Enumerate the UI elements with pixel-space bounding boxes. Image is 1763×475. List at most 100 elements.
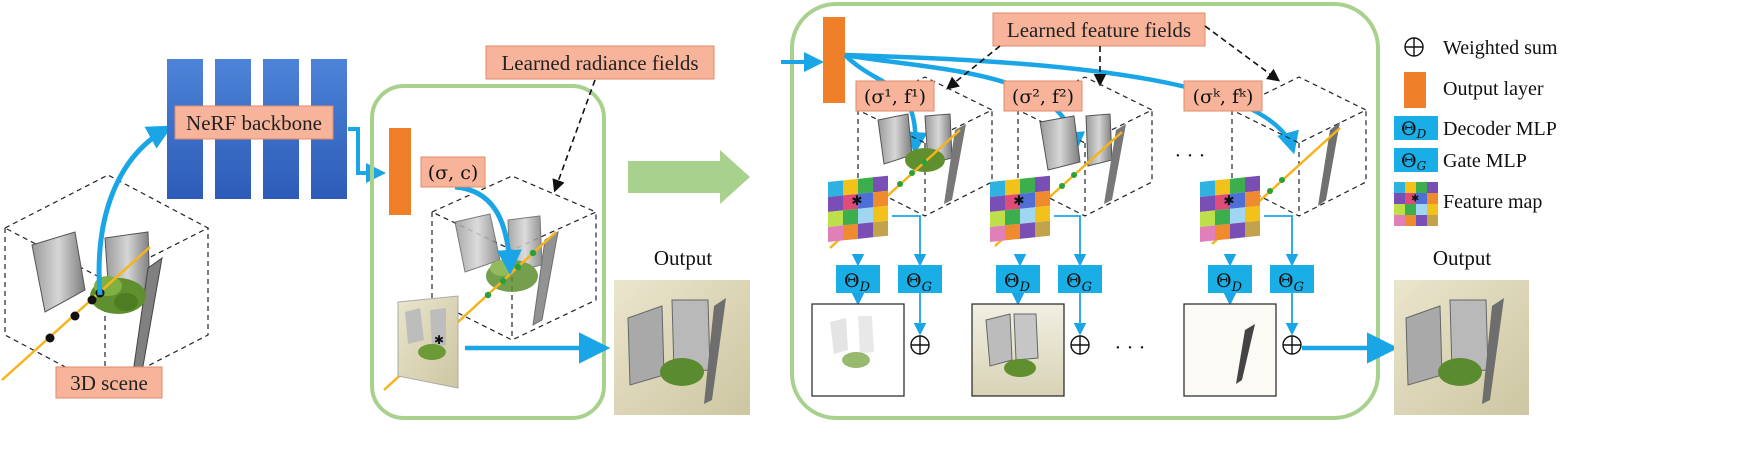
feature-cell (873, 205, 888, 223)
feature-cell (1020, 222, 1035, 239)
feature-cell (1416, 182, 1427, 193)
decoder-mlp-2: ΘD (996, 265, 1040, 295)
pointer-radiance (552, 79, 596, 193)
feature-cell (1245, 220, 1260, 238)
scene-ray (1, 246, 151, 381)
small-render-image: ✱ (397, 295, 459, 389)
feature-map-2: ✱ (990, 175, 1050, 242)
svg-text:ΘG: ΘG (1401, 150, 1427, 173)
svg-text:Decoder MLP: Decoder MLP (1443, 118, 1557, 140)
feature-cell (1230, 192, 1245, 209)
svg-text:Learned radiance fields: Learned radiance fields (501, 51, 698, 75)
legend-weighted-sum: Weighted sum (1404, 37, 1558, 59)
feature-cell (873, 220, 888, 238)
ellipsis-top: · · · (1175, 145, 1205, 167)
feature-cell (1005, 193, 1020, 211)
transition-arrow (628, 150, 750, 204)
feature-cell (990, 195, 1005, 212)
feature-cell (858, 222, 873, 239)
output-right-label: Output (1433, 246, 1492, 270)
decoder-mlp-1: ΘD (836, 265, 880, 295)
feature-cell (843, 193, 858, 211)
feature-cell (1215, 223, 1230, 241)
feature-cell (1035, 205, 1050, 223)
feature-panel (790, 2, 1380, 420)
feature-cell (1245, 205, 1260, 223)
feature-cell (858, 192, 873, 209)
decoder-mlp-k: ΘD (1208, 265, 1252, 295)
feature-cell (1405, 204, 1416, 215)
legend: Weighted sum Output layer ΘD Decoder MLP… (1394, 37, 1558, 226)
feature-cell (1200, 210, 1215, 227)
weighted-sum-k (1282, 335, 1302, 355)
feature-cell (990, 180, 1005, 197)
svg-text:ΘG: ΘG (1278, 270, 1304, 295)
legend-decoder-mlp: ΘD Decoder MLP (1394, 116, 1557, 141)
sample-point-marker: ✱ (851, 193, 862, 210)
feature-cell (1215, 193, 1230, 211)
decoder-box-icon: ΘD (1394, 116, 1438, 141)
svg-text:Learned feature fields: Learned feature fields (1007, 18, 1191, 42)
orange-bar-icon (1404, 72, 1426, 108)
legend-gate-mlp: ΘG Gate MLP (1394, 148, 1527, 173)
svg-text:ΘG: ΘG (906, 270, 932, 295)
svg-text:3D scene: 3D scene (70, 371, 148, 395)
feature-cell (1416, 193, 1427, 204)
sample-point-marker: ✱ (1013, 193, 1024, 210)
feature-map-1: ✱ (828, 175, 888, 242)
feature-cell (1427, 204, 1438, 215)
sigma-f2-label: (σ², f²) (1003, 80, 1083, 112)
feature-output-layer (823, 17, 845, 103)
gate-mlp-k: ΘG (1270, 265, 1314, 295)
feature-cell (1035, 190, 1050, 208)
feature-cell (1005, 223, 1020, 241)
svg-text:ΘD: ΘD (1401, 118, 1427, 141)
feature-cell (1405, 193, 1416, 204)
feature-cell (1427, 215, 1438, 226)
feature-cell (1020, 177, 1035, 194)
svg-text:ΘD: ΘD (844, 270, 871, 295)
svg-text:Feature map: Feature map (1443, 191, 1542, 213)
partial-render-1 (811, 303, 905, 397)
svg-text:ΘD: ΘD (1004, 270, 1031, 295)
feature-cell (1427, 182, 1438, 193)
radiance-panel (370, 84, 606, 420)
feature-cell (828, 210, 843, 227)
feature-objects-k (1318, 122, 1340, 206)
feature-cell (1200, 195, 1215, 212)
feature-cell (1394, 182, 1405, 193)
arrow-scene-to-backbone (96, 125, 173, 296)
feature-cell (990, 225, 1005, 242)
weighted-sum-2 (1070, 335, 1090, 355)
sigma-c-label: (σ, c) (420, 156, 486, 188)
svg-text:Weighted sum: Weighted sum (1443, 37, 1558, 59)
svg-text:(σ¹, f¹): (σ¹, f¹) (864, 86, 926, 108)
feature-cell (1245, 190, 1260, 208)
ellipsis-bottom: · · · (1115, 337, 1145, 359)
gate-mlp-2: ΘG (1058, 265, 1102, 295)
feature-cell (843, 223, 858, 241)
feature-cell (1020, 192, 1035, 209)
feature-cell (873, 190, 888, 208)
feature-cell (1416, 215, 1427, 226)
feature-cell (1427, 193, 1438, 204)
feature-cell (828, 225, 843, 242)
svg-text:(σ², f²): (σ², f²) (1012, 86, 1074, 108)
scene-label: 3D scene (55, 366, 163, 399)
feature-objects-1 (877, 113, 966, 204)
feature-cell (1215, 208, 1230, 226)
gate-mlp-1: ΘG (898, 265, 942, 295)
svg-text:Gate MLP: Gate MLP (1443, 150, 1527, 172)
mlp-connectors (851, 215, 1299, 267)
svg-text:✱: ✱ (434, 333, 444, 347)
gate-box-icon: ΘG (1394, 148, 1438, 173)
feature-cell (1245, 175, 1260, 193)
weighted-sum-1 (910, 335, 930, 355)
feature-cell (873, 175, 888, 193)
sample-point-marker: ✱ (1411, 193, 1419, 204)
sigma-f1-label: (σ¹, f¹) (855, 80, 935, 112)
feature-cell (858, 177, 873, 194)
partial-render-k (1183, 303, 1277, 397)
svg-text:(σᵏ, fᵏ): (σᵏ, fᵏ) (1193, 86, 1254, 108)
